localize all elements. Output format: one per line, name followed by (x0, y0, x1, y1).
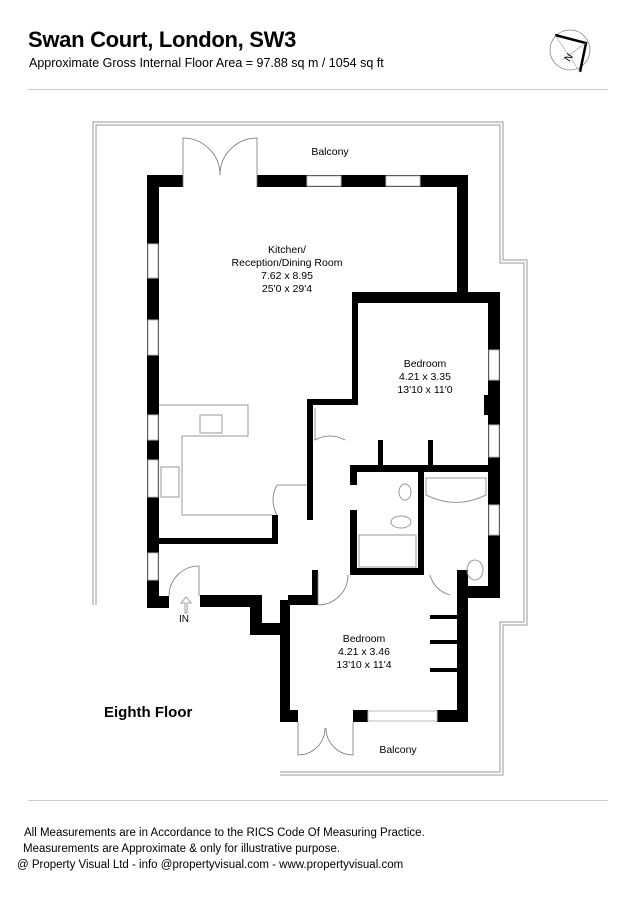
disclaimer: All Measurements are in Accordance to th… (17, 825, 425, 873)
room-metric-size: 4.21 x 3.35 (399, 371, 451, 383)
header-divider (28, 89, 608, 90)
room-metric-size: 7.62 x 8.95 (261, 270, 313, 282)
balcony-bottom-label: Balcony (379, 744, 417, 756)
room-name-line2: Reception/Dining Room (232, 257, 343, 269)
room-name: Bedroom (404, 358, 447, 370)
balcony-top-label: Balcony (311, 146, 349, 158)
floor-label: Eighth Floor (104, 704, 192, 721)
room-metric-size: 4.21 x 3.46 (338, 646, 390, 658)
fixtures (159, 404, 487, 581)
room-name-line1: Kitchen/ (268, 244, 306, 256)
room-imperial-size: 25'0 x 29'4 (262, 283, 312, 295)
compass-north-label: N (563, 52, 576, 64)
room-bedroom-1: Bedroom 4.21 x 3.35 13'10 x 11'0 (397, 358, 452, 396)
room-imperial-size: 13'10 x 11'0 (397, 384, 452, 396)
property-title: Swan Court, London, SW3 (28, 27, 297, 52)
room-kitchen-reception-dining: Kitchen/ Reception/Dining Room 7.62 x 8.… (232, 244, 343, 295)
entrance-arrow-icon (180, 596, 192, 614)
entrance-label: IN (179, 614, 189, 625)
floor-area-text: Approximate Gross Internal Floor Area = … (29, 56, 384, 70)
disclaimer-line-2: Measurements are Approximate & only for … (23, 843, 341, 855)
balcony-outline (92, 121, 528, 776)
room-bedroom-2: Bedroom 4.21 x 3.46 13'10 x 11'4 (336, 633, 391, 671)
windows (147, 175, 500, 722)
footer-divider (28, 800, 608, 801)
room-name: Bedroom (343, 633, 386, 645)
disclaimer-line-1: All Measurements are in Accordance to th… (24, 827, 425, 839)
room-imperial-size: 13'10 x 11'4 (336, 659, 391, 671)
copyright-line: @ Property Visual Ltd - info @propertyvi… (17, 859, 404, 871)
doors[interactable] (168, 137, 451, 756)
compass-icon: N (549, 29, 591, 73)
